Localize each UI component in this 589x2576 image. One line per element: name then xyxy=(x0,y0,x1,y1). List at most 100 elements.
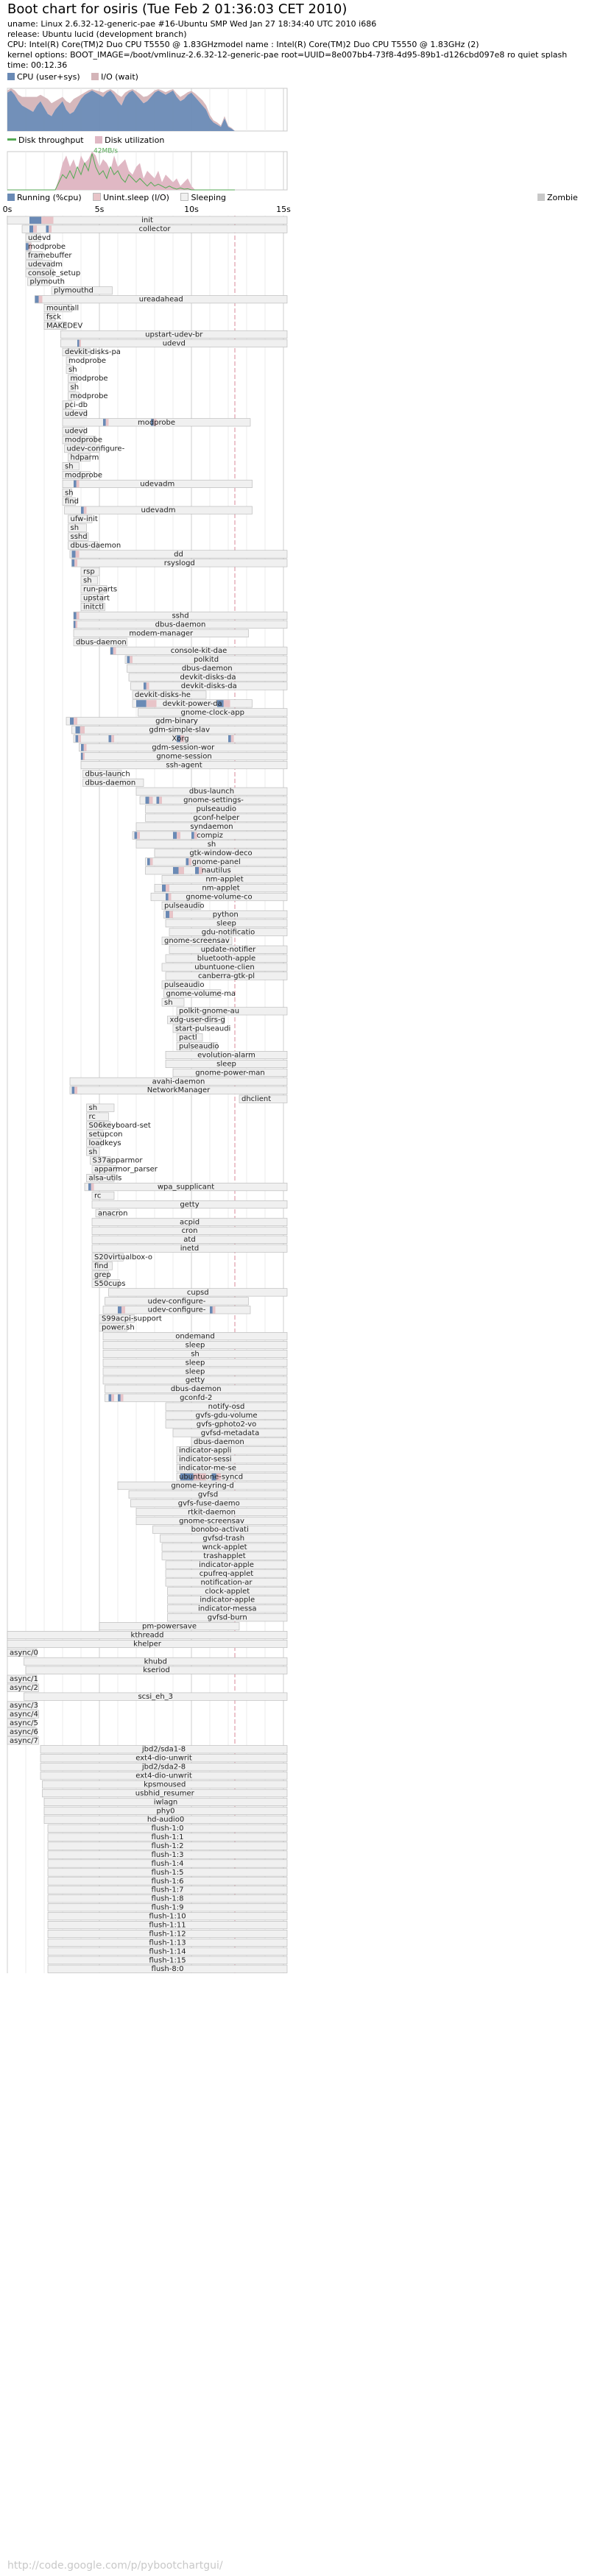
proc-label-170: async/4 xyxy=(10,1710,38,1719)
proc-label-81: gdu-notificatio xyxy=(202,928,255,936)
proc-bar-155 xyxy=(165,1578,288,1587)
proc-bar-175 xyxy=(40,1754,288,1763)
proc-bar-12 xyxy=(43,321,67,330)
proc-bar-32 xyxy=(62,497,76,506)
proc-io-30-0 xyxy=(76,480,80,488)
proc-bar-83 xyxy=(169,945,288,954)
proc-label-33: udevadm xyxy=(141,506,176,514)
proc-run-124-0 xyxy=(118,1306,121,1314)
proc-io-59-0 xyxy=(78,735,81,743)
proc-label-189: flush-1:6 xyxy=(152,1878,184,1886)
proc-bar-174 xyxy=(40,1745,288,1754)
proc-bar-187 xyxy=(47,1859,288,1868)
proc-io-55-1 xyxy=(223,700,230,707)
proc-label-197: flush-1:14 xyxy=(149,1947,186,1956)
proc-bar-72 xyxy=(154,849,288,857)
proc-label-113: anacron xyxy=(98,1209,127,1217)
proc-label-88: gnome-volume-ma xyxy=(166,990,236,998)
proc-label-140: indicator-appli xyxy=(179,1447,231,1455)
proc-run-99-0 xyxy=(71,1086,75,1094)
proc-io-59-2 xyxy=(180,735,184,743)
proc-bar-51 xyxy=(127,664,288,673)
proc-label-12: MAKEDEV xyxy=(46,322,82,330)
legend-sleeping-label: Sleeping xyxy=(191,193,227,202)
proc-bar-194 xyxy=(47,1921,288,1930)
proc-bar-97 xyxy=(172,1068,288,1077)
proc-run-30-0 xyxy=(74,480,77,488)
proc-label-172: async/6 xyxy=(10,1728,38,1736)
proc-run-70-2 xyxy=(191,832,194,839)
proc-bar-52 xyxy=(128,673,288,682)
proc-bar-196 xyxy=(47,1938,288,1947)
proc-bar-135 xyxy=(165,1402,288,1411)
proc-label-184: flush-1:1 xyxy=(152,1833,184,1841)
release-line: release: Ubuntu lucid (development branc… xyxy=(7,29,187,39)
proc-label-18: modprobe xyxy=(71,375,108,383)
proc-bar-184 xyxy=(47,1833,288,1841)
proc-run-79-0 xyxy=(166,910,169,919)
proc-label-158: indicator-messa xyxy=(198,1605,256,1613)
chart-title: Boot chart for osiris (Tue Feb 2 01:36:0… xyxy=(7,1,348,17)
proc-bar-180 xyxy=(43,1797,288,1806)
proc-label-87: pulseaudio xyxy=(164,981,205,989)
proc-bar-64 xyxy=(82,778,144,787)
proc-bar-197 xyxy=(47,1947,288,1956)
proc-io-61-0 xyxy=(82,752,85,760)
proc-label-25: modprobe xyxy=(65,436,102,445)
proc-label-57: gdm-binary xyxy=(155,718,198,726)
proc-bar-189 xyxy=(47,1877,288,1886)
proc-label-164: khubd xyxy=(144,1657,167,1666)
cpu-swatch xyxy=(7,73,15,80)
proc-label-1: collector xyxy=(139,225,172,233)
proc-label-43: upstart xyxy=(83,595,110,603)
proc-bar-195 xyxy=(47,1930,288,1939)
proc-run-53-0 xyxy=(144,682,147,690)
proc-bar-75 xyxy=(161,875,288,884)
proc-bar-119 xyxy=(91,1262,113,1270)
proc-bar-177 xyxy=(40,1772,288,1780)
proc-label-62: ssh-agent xyxy=(166,761,202,769)
proc-label-52: devkit-disks-da xyxy=(180,673,236,682)
proc-bar-117 xyxy=(91,1244,288,1253)
proc-run-14-0 xyxy=(77,339,80,347)
time-line: time: 00:12.36 xyxy=(7,60,68,70)
proc-bar-186 xyxy=(47,1850,288,1859)
proc-run-55-1 xyxy=(217,700,224,707)
proc-label-165: kseriod xyxy=(143,1666,170,1674)
proc-bar-16 xyxy=(66,356,71,365)
proc-bar-90 xyxy=(176,1007,288,1016)
proc-bar-24 xyxy=(62,427,85,436)
proc-label-44: initctl xyxy=(83,604,104,612)
proc-label-26: udev-configure- xyxy=(67,445,125,453)
proc-io-14-0 xyxy=(79,339,81,347)
proc-bar-47 xyxy=(73,629,249,637)
proc-bar-156 xyxy=(167,1587,288,1596)
proc-label-10: mountall xyxy=(46,305,79,313)
proc-label-104: setupcon xyxy=(89,1130,123,1139)
proc-label-53: devkit-disks-da xyxy=(181,682,237,690)
proc-label-126: power.sh xyxy=(102,1324,135,1332)
proc-io-134-1 xyxy=(120,1394,124,1401)
proc-bar-68 xyxy=(145,813,288,822)
proc-run-73-0 xyxy=(147,858,150,866)
footer-link[interactable]: http://code.google.com/p/pybootchartgui/ xyxy=(7,2560,223,2572)
proc-label-17: sh xyxy=(68,366,77,374)
proc-label-69: syndaemon xyxy=(190,823,233,831)
proc-bar-126 xyxy=(99,1323,127,1332)
proc-label-120: grep xyxy=(94,1271,111,1279)
proc-io-66-1 xyxy=(159,796,162,804)
proc-bar-40 xyxy=(80,567,100,576)
proc-bar-166 xyxy=(7,1674,38,1683)
proc-label-2: udevd xyxy=(28,234,51,242)
proc-bar-2 xyxy=(25,233,41,242)
proc-label-103: S06keyboard-set xyxy=(89,1122,151,1130)
proc-label-156: clock-applet xyxy=(205,1588,250,1596)
proc-bar-84 xyxy=(165,954,288,963)
proc-bar-11 xyxy=(43,313,56,322)
proc-label-117: inetd xyxy=(180,1245,200,1253)
proc-label-177: ext4-dio-unwrit xyxy=(135,1772,192,1780)
proc-bar-19 xyxy=(68,383,76,392)
proc-label-128: sleep xyxy=(186,1341,205,1349)
proc-bar-151 xyxy=(161,1543,288,1551)
proc-run-70-1 xyxy=(173,832,177,839)
